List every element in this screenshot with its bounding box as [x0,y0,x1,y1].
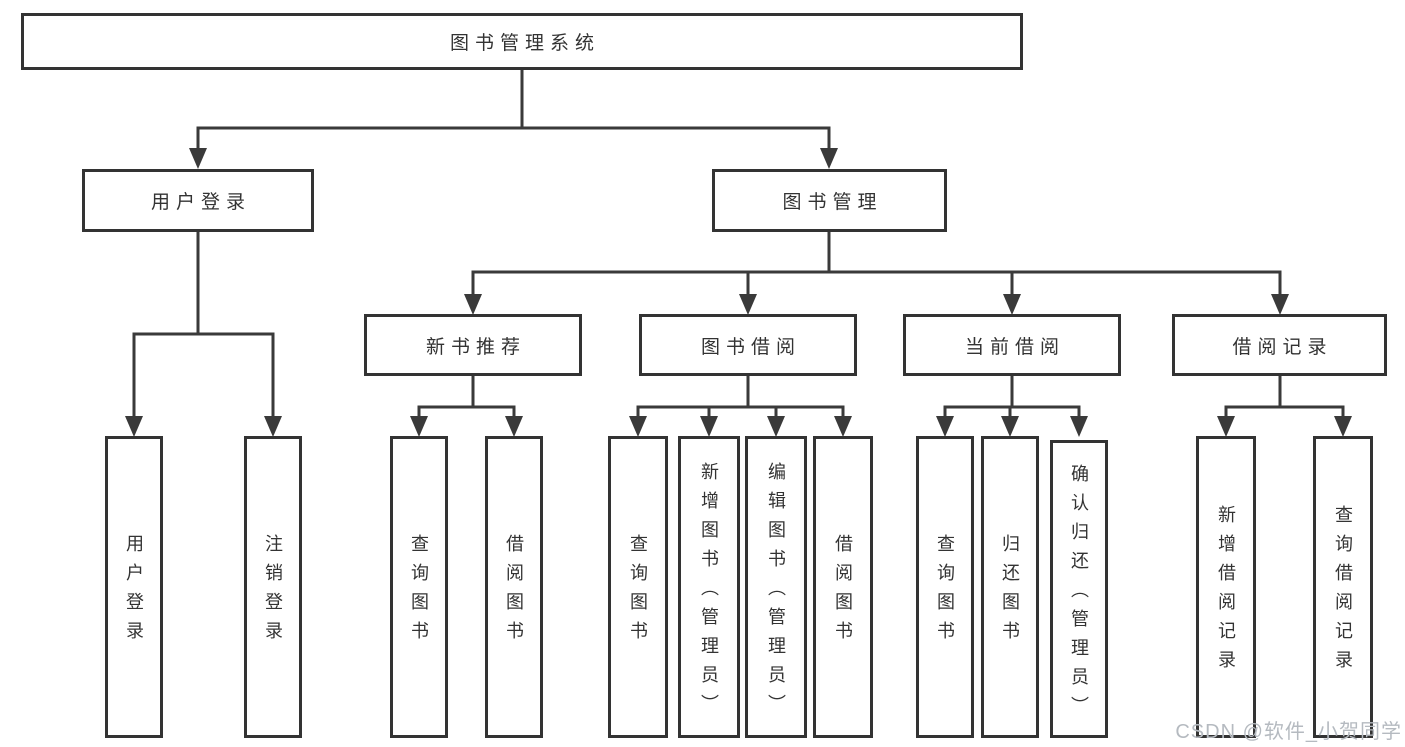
node-user-login: 用户登录 [82,169,314,232]
edge-records-branch [1224,405,1345,420]
leaf-add-books-admin: 新增图书（管理员） [678,436,740,738]
leaf-borrow-borrow-books: 借阅图书 [813,436,873,738]
leaf-newbook-query-books: 查询图书 [390,436,448,738]
edge-root-branch [196,126,831,150]
edge-bookmgmt-branch [471,270,1282,297]
leaf-query-borrow-record: 查询借阅记录 [1313,436,1373,738]
leaf-user-login: 用户登录 [105,436,163,738]
leaf-edit-books-admin: 编辑图书（管理员） [745,436,807,738]
leaf-current-query-books: 查询图书 [916,436,974,738]
node-library-system: 图书管理系统 [21,13,1023,70]
node-book-management: 图书管理 [712,169,947,232]
leaf-newbook-borrow-books: 借阅图书 [485,436,543,738]
node-new-book-recommend: 新书推荐 [364,314,582,376]
leaf-borrow-query-books: 查询图书 [608,436,668,738]
edge-current-branch [943,405,1081,420]
edge-borrow-branch [636,405,845,420]
edge-userlogin-branch [132,332,275,420]
leaf-confirm-return-admin: 确认归还（管理员） [1050,440,1108,738]
node-current-borrowing: 当前借阅 [903,314,1121,376]
node-borrowing-records: 借阅记录 [1172,314,1387,376]
leaf-add-borrow-record: 新增借阅记录 [1196,436,1256,738]
leaf-logout: 注销登录 [244,436,302,738]
leaf-return-books: 归还图书 [981,436,1039,738]
edge-newbook-branch [417,405,516,420]
watermark-csdn: CSDN @软件_小贺同学 [1175,721,1402,743]
node-book-borrowing: 图书借阅 [639,314,857,376]
